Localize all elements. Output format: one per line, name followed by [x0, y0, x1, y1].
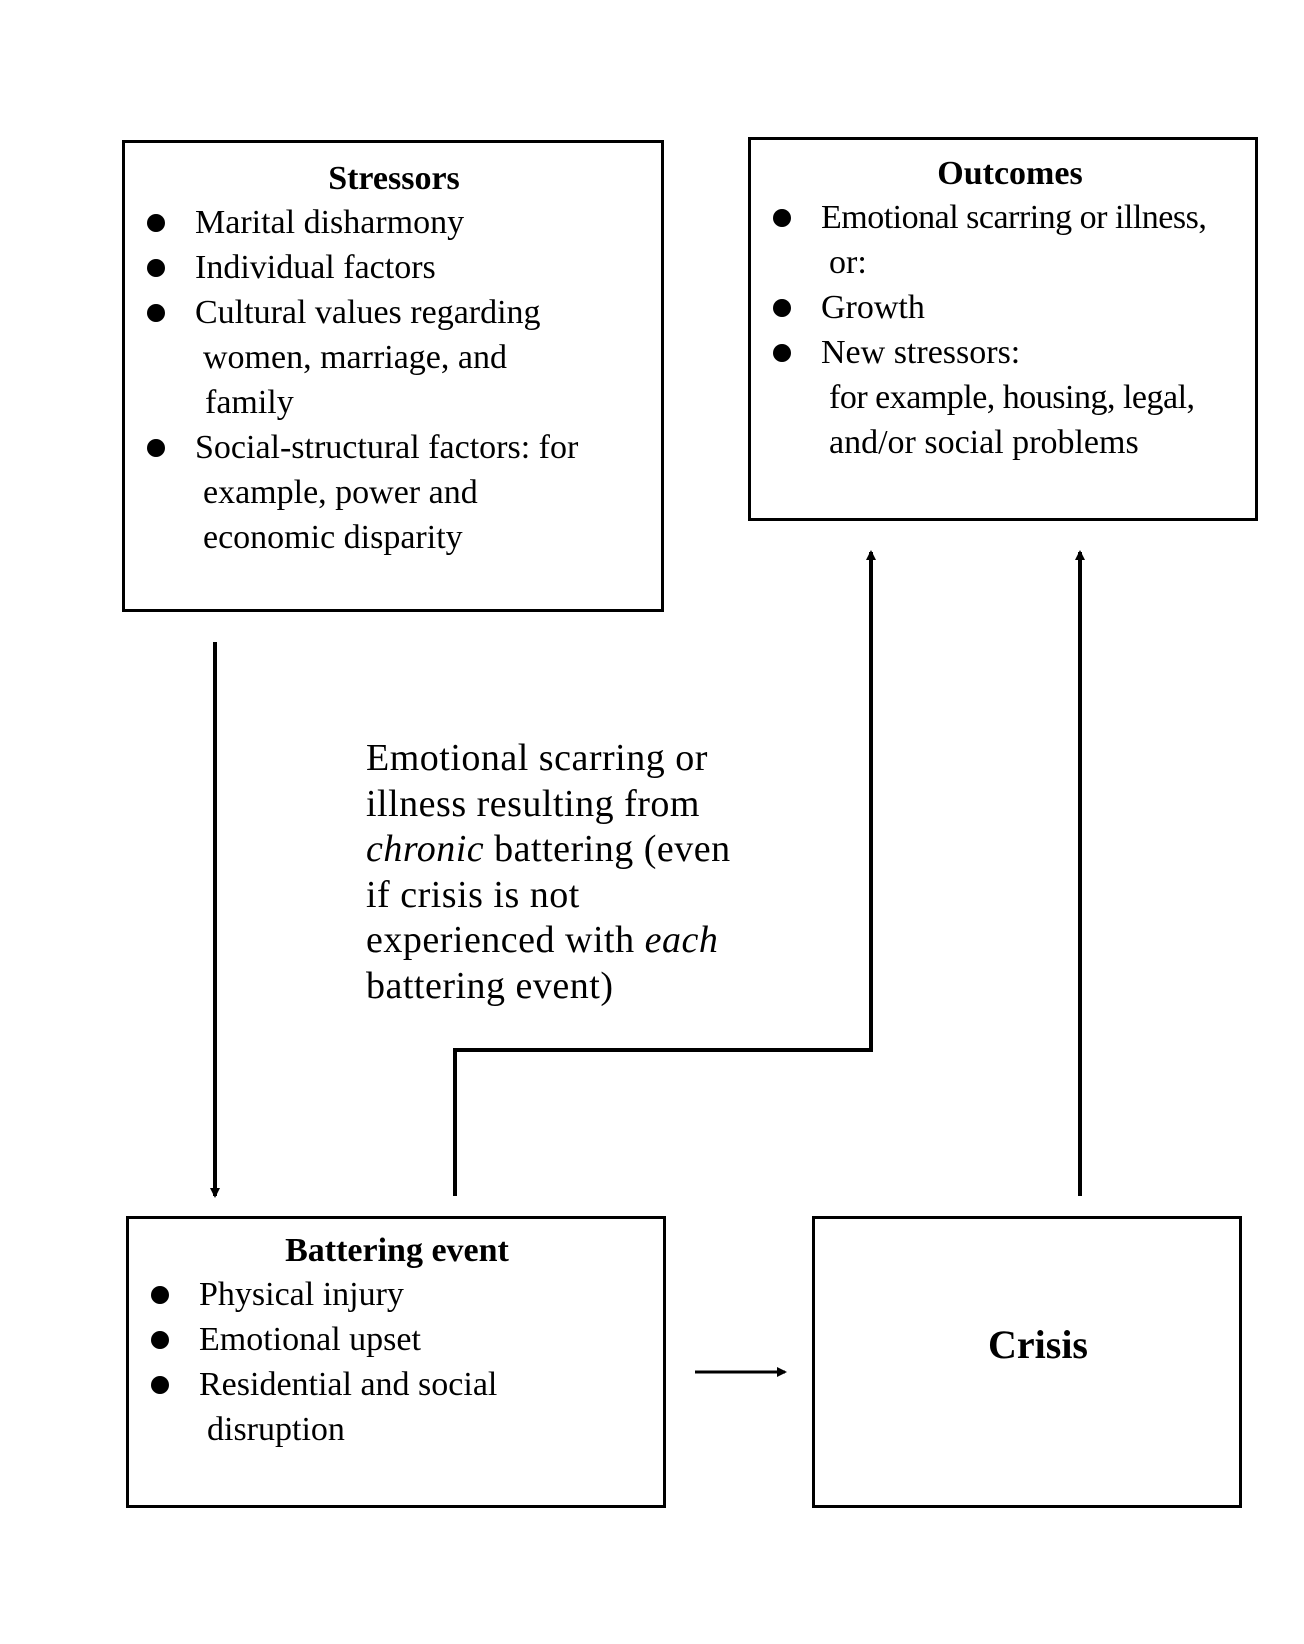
- battering-event-title: Battering event: [285, 1232, 509, 1269]
- crisis-box: Crisis: [812, 1216, 1242, 1508]
- list-item: Emotional scarring or illness, or:: [773, 195, 1247, 285]
- bullet-icon: [773, 298, 791, 317]
- stressors-box: Stressors Marital disharmony Individual …: [122, 140, 664, 612]
- bullet-icon: [147, 213, 165, 232]
- list-item: Emotional upset: [151, 1317, 643, 1362]
- list-item: New stressors: for example, housing, leg…: [773, 330, 1247, 465]
- bullet-icon: [147, 258, 165, 277]
- outcomes-box: Outcomes Emotional scarring or illness, …: [748, 137, 1258, 521]
- stressors-title: Stressors: [328, 160, 460, 197]
- list-item: Growth: [773, 285, 1247, 330]
- bullet-icon: [773, 208, 791, 227]
- chronic-battering-note: Emotional scarring or illness resulting …: [366, 737, 731, 1007]
- list-item: Marital disharmony: [147, 200, 641, 245]
- bullet-icon: [147, 438, 165, 457]
- bullet-icon: [151, 1285, 169, 1304]
- bullet-icon: [151, 1375, 169, 1394]
- crisis-label: Crisis: [988, 1322, 1088, 1367]
- bullet-icon: [147, 303, 165, 322]
- stressors-list: Marital disharmony Individual factors Cu…: [147, 200, 641, 560]
- bullet-icon: [773, 343, 791, 362]
- battering-event-box: Battering event Physical injury Emotiona…: [126, 1216, 666, 1508]
- list-item: Cultural values regarding women, marriag…: [147, 290, 641, 425]
- bullet-icon: [151, 1330, 169, 1349]
- battering-event-list: Physical injury Emotional upset Resident…: [151, 1272, 643, 1452]
- arrow-battering-to-outcomes: [453, 550, 876, 1196]
- list-item: Physical injury: [151, 1272, 643, 1317]
- list-item: Residential and social disruption: [151, 1362, 643, 1452]
- outcomes-list: Emotional scarring or illness, or: Growt…: [773, 195, 1247, 465]
- outcomes-title: Outcomes: [937, 155, 1083, 192]
- list-item: Individual factors: [147, 245, 641, 290]
- list-item: Social-structural factors: for example, …: [147, 425, 641, 560]
